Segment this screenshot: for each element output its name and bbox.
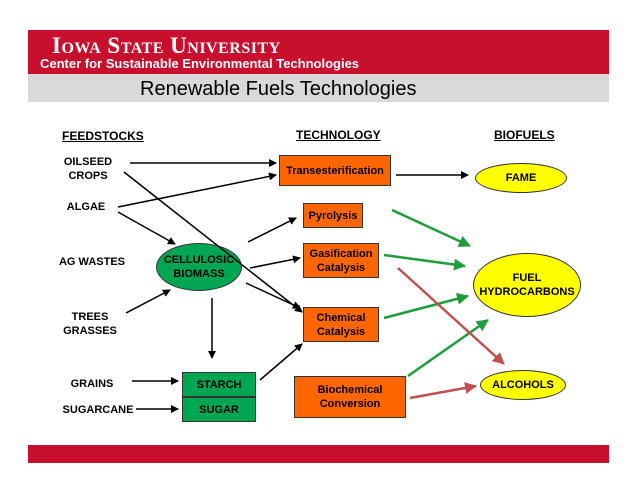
feedstock-ag-wastes: AG WASTES [58, 256, 125, 268]
arrow-biomass-to-chemical [245, 282, 301, 309]
arrow-gasification-to-hydrocarbons [383, 253, 466, 271]
feedstocks-header: FEEDSTOCKS [62, 129, 144, 143]
university-name: Iowa State University [52, 33, 281, 58]
arrow-biomass-to-pyrolysis [247, 217, 297, 243]
footer-banner [28, 445, 609, 463]
gasification-catalysis-node: Gasification Catalysis [303, 243, 379, 278]
fuel-hydrocarbons-node: FUEL HYDROCARBONS [473, 253, 581, 317]
cellulosic-biomass-node: CELLULOSIC BIOMASS [156, 243, 242, 291]
arrow-oilseed-to-chemical [123, 171, 303, 313]
arrow-gasification-to-alcohols [397, 267, 505, 365]
feedstock-oilseed-crops: OILSEED CROPS [63, 156, 113, 182]
fame-node: FAME [475, 163, 567, 193]
arrow-trees-to-biomass [125, 289, 171, 314]
starch-node: STARCH [182, 372, 256, 397]
arrow-biochemical-to-hydrocarbons [407, 318, 489, 378]
title-bar [28, 74, 609, 102]
center-name: Center for Sustainable Environmental Tec… [40, 56, 360, 71]
arrow-chemical-to-hydrocarbons [383, 292, 469, 320]
arrow-biomass-to-gasification [249, 255, 301, 269]
feedstock-trees-grasses: TREES GRASSES [63, 311, 117, 337]
arrow-algae-to-transesterification [117, 172, 277, 208]
arrow-biochemical-to-alcohols [409, 382, 477, 400]
sugar-node: SUGAR [182, 397, 256, 422]
arrow-pyrolysis-to-hydrocarbons [391, 208, 471, 248]
alcohols-node: ALCOHOLS [480, 370, 566, 400]
biochemical-conversion-node: Biochemical Conversion [294, 376, 406, 418]
pyrolysis-node: Pyrolysis [303, 203, 363, 228]
arrow-algae-to-biomass [117, 211, 176, 245]
chemical-catalysis-node: Chemical Catalysis [303, 307, 379, 342]
feedstock-algae: ALGAE [66, 201, 106, 213]
feedstock-grains: GRAINS [70, 378, 114, 390]
arrow-sugar-to-chemical [259, 343, 303, 381]
header-banner [28, 30, 609, 74]
page-title: Renewable Fuels Technologies [140, 78, 417, 100]
biofuels-header: BIOFUELS [494, 128, 555, 142]
transesterification-node: Transesterification [279, 155, 391, 186]
technology-header: TECHNOLOGY [296, 128, 381, 142]
feedstock-sugarcane: SUGARCANE [62, 404, 134, 416]
